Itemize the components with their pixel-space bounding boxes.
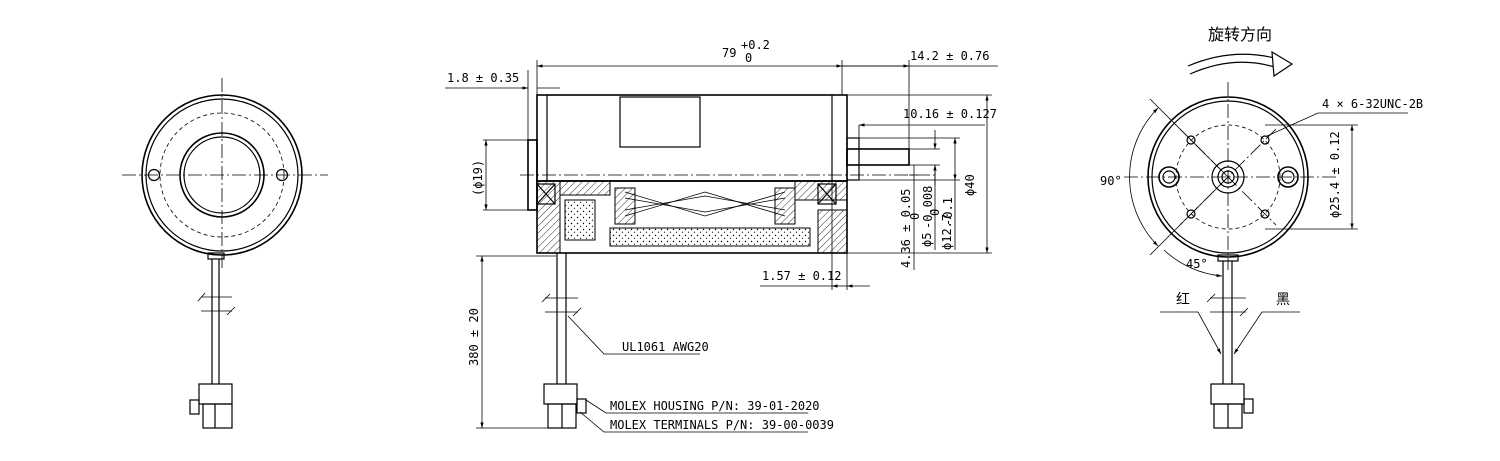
dim-lead-len: 380 ± 20	[467, 308, 481, 366]
dim-length-tol-upper: +0.2	[741, 38, 770, 52]
label-wire-red: 红	[1176, 292, 1190, 308]
dim-length: 79	[722, 46, 736, 60]
dim-shaft-len: 10.16 ± 0.127	[903, 107, 997, 121]
dim-shaft-dia-tol: -0.008	[921, 186, 935, 229]
winding-symbol	[614, 187, 796, 225]
label-wire-spec: UL1061 AWG20	[622, 340, 709, 354]
label-wire-black: 黑	[1276, 292, 1290, 308]
label-threads: 4 × 6-32UNC-2B	[1322, 97, 1423, 111]
dim-shaft-dia: ϕ5	[920, 233, 934, 247]
dim-hub-dia: ϕ12.7	[940, 214, 954, 250]
dim-hub-offset: 4.36 ± 0.05	[899, 189, 913, 268]
dim-flange: 1.8 ± 0.35	[447, 71, 519, 85]
dim-body-dia: ϕ40	[963, 174, 977, 196]
dim-pilot: (ϕ19)	[471, 160, 485, 196]
label-terminals: MOLEX TERMINALS P/N: 39-00-0039	[610, 418, 834, 432]
front-view: 旋转方向 4 × 6-32UNC-2B ϕ25.4 ± 0.12 90° 45°…	[1100, 25, 1423, 429]
dim-angle-90: 90°	[1100, 174, 1122, 188]
dim-hub-dia-tol-upper: 0	[928, 209, 942, 216]
label-housing: MOLEX HOUSING P/N: 39-01-2020	[610, 399, 820, 413]
dim-bolt-circle: ϕ25.4 ± 0.12	[1328, 131, 1342, 218]
dim-shaft-dia-tol-upper: 0	[908, 213, 922, 220]
side-section-view: 79 +0.2 0 14.2 ± 0.76 1.8 ± 0.35 10.16 ±…	[445, 38, 998, 433]
dim-hub-step: 1.57 ± 0.12	[762, 269, 841, 283]
label-rotation: 旋转方向	[1208, 25, 1272, 44]
dim-hub-dia-tol: -0.1	[941, 197, 955, 226]
dim-length-tol-lower: 0	[745, 51, 752, 65]
dim-shaft-ext: 14.2 ± 0.76	[910, 49, 989, 63]
dim-angle-45: 45°	[1186, 257, 1208, 271]
rear-view	[122, 78, 328, 429]
